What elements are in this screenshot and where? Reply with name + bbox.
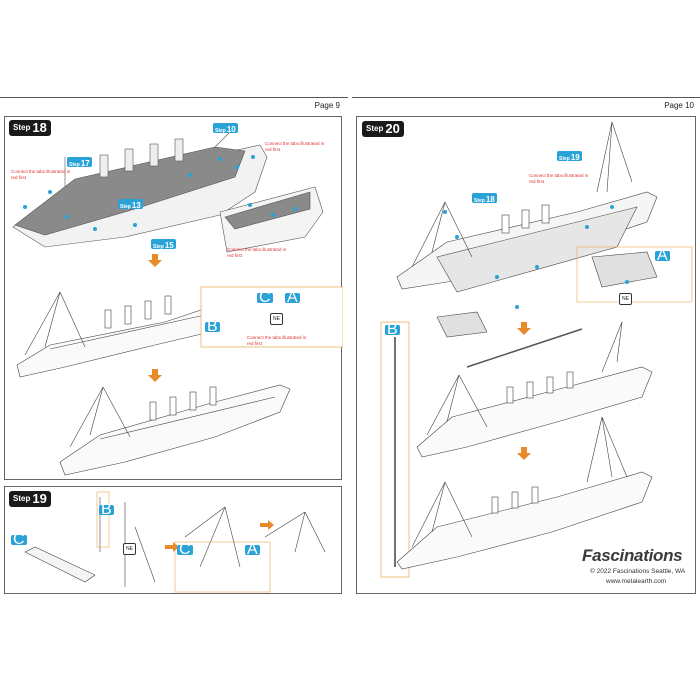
step-19-illustration bbox=[24, 491, 326, 593]
step-18-tag: Step18 bbox=[472, 193, 497, 204]
callout-label-c: C bbox=[257, 289, 273, 306]
titanic-hull-bottom bbox=[59, 384, 291, 476]
rigging-strip bbox=[466, 328, 583, 368]
step-20-illustration bbox=[380, 121, 693, 578]
brand-url: www.metalearth.com bbox=[606, 578, 667, 585]
step19-label-ne: NE bbox=[123, 543, 136, 555]
callout-label-b: B bbox=[205, 318, 220, 335]
step19-label-a: A bbox=[245, 541, 260, 558]
titanic-hull-middle bbox=[16, 291, 221, 378]
step-18-note-4: Connect the tabs illustrated in red firs… bbox=[247, 335, 307, 346]
step19-label-c-1: C bbox=[11, 531, 27, 548]
step-17-tag: Step17 bbox=[67, 157, 92, 168]
step-18-note-1: Connect the tabs illustrated in red firs… bbox=[11, 169, 71, 180]
step-10-tag: Step10 bbox=[213, 123, 238, 134]
step20-label-a: A bbox=[655, 247, 670, 264]
step20-label-b: B bbox=[385, 321, 400, 338]
step-13-tag: Step13 bbox=[118, 199, 143, 210]
page-number-left: Page 9 bbox=[314, 101, 340, 110]
step-15-tag: Step15 bbox=[151, 239, 176, 250]
step19-label-c-2: C bbox=[177, 541, 193, 558]
callout-label-a: A bbox=[285, 289, 300, 306]
callout-label-ne: NE bbox=[270, 313, 283, 325]
titanic-hull-top bbox=[12, 126, 324, 253]
brand-logo: Fascinations bbox=[582, 546, 683, 565]
step-18-note-2: Connect the tabs illustrated in red firs… bbox=[265, 141, 325, 152]
step19-label-b: B bbox=[99, 501, 114, 518]
step-18-note-3: Connect the tabs illustrated in red firs… bbox=[227, 247, 287, 258]
step-20-note: Connect the tabs illustrated in red firs… bbox=[529, 173, 589, 184]
tab-markers-top bbox=[23, 155, 297, 231]
step-19-tag: Step19 bbox=[557, 151, 582, 162]
page-number-right: Page 10 bbox=[664, 101, 694, 110]
brand-copyright: © 2022 Fascinations Seattle, WA bbox=[590, 568, 686, 575]
step20-label-ne: NE bbox=[619, 293, 632, 305]
